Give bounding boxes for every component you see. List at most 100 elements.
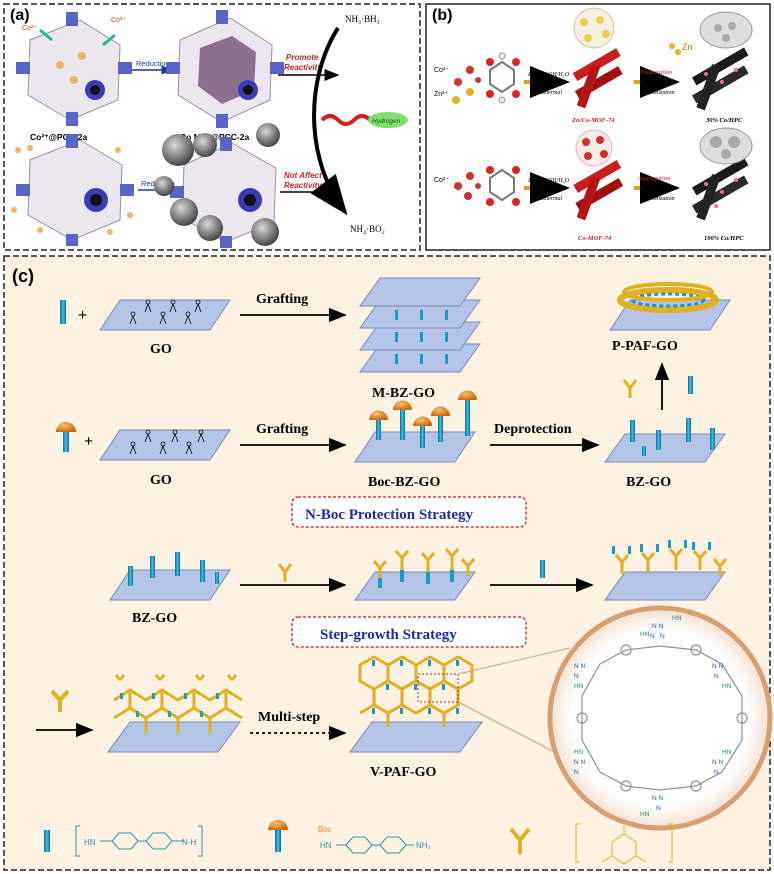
- product-top-label: 30% Co/HPC: [705, 117, 743, 124]
- nboc-strategy-label: N-Boc Protection Strategy: [305, 507, 474, 523]
- aggr-label: Aggregation: [637, 175, 670, 182]
- hydrogen-label: Hydrogen: [372, 118, 401, 125]
- panel-b-label: (b): [432, 7, 452, 24]
- solvo-bottom: Solvothermal: [530, 196, 562, 202]
- rod-icon-2: [688, 376, 693, 394]
- bz-go-label-1: BZ-GO: [626, 475, 671, 490]
- plus-2: +: [84, 433, 93, 450]
- linker-icon-2: [277, 563, 293, 582]
- hn-label-4: HN: [722, 683, 732, 690]
- svg-text:N: N: [714, 769, 719, 776]
- network-go-1: [107, 674, 243, 753]
- ligand-bottom: [486, 166, 520, 206]
- mof-rods-top: [572, 7, 623, 109]
- notaffect-1: Not Affect: [284, 171, 322, 180]
- grafting-1: Grafting: [256, 292, 308, 307]
- svg-text:N N: N N: [712, 663, 724, 670]
- ions-top: [452, 66, 481, 104]
- svg-text:N: N: [714, 673, 719, 680]
- hn-label-6: HN: [722, 749, 732, 756]
- svg-text:N N: N N: [712, 759, 724, 766]
- legend-linker: [509, 827, 531, 854]
- legend-triazine-structure: [575, 823, 673, 865]
- legend-boc: Boc: [318, 825, 332, 834]
- macrocycle: [576, 644, 748, 792]
- promote-1: Promote: [286, 53, 319, 62]
- boc-bz-go-label: Boc-BZ-GO: [368, 475, 440, 490]
- linker-icon-3: [50, 689, 70, 712]
- v-paf-go-label: V-PAF-GO: [370, 765, 436, 780]
- go-label-1: GO: [150, 342, 172, 357]
- mof-top-label: Zn/Co-MOF-74: [571, 117, 615, 124]
- rod-icon-3: [540, 560, 545, 578]
- bz-go-label-2: BZ-GO: [132, 611, 177, 626]
- p-paf-go-label: P-PAF-GO: [612, 339, 678, 354]
- bz-go-2: [109, 552, 231, 601]
- legend-nh2: NH₂: [416, 841, 431, 850]
- co-ion-label-2: Co²⁺: [111, 17, 126, 24]
- svg-text:N N: N N: [652, 795, 664, 802]
- svg-text:N: N: [660, 633, 665, 640]
- panel-b: (b) Co²⁺ Zn²⁺ DMF/EtOH/H₂O Solvothermal …: [425, 3, 771, 251]
- ions-top-co: Co²⁺: [434, 67, 449, 74]
- product-bottom-label: 100% Co/HPC: [704, 235, 744, 242]
- v-paf-go: [349, 655, 483, 753]
- legend-bz-structure: [75, 825, 203, 857]
- legend-hn: HN: [84, 838, 96, 847]
- hn-label-1: HN: [640, 631, 650, 638]
- bz-linker-rod-go: [604, 540, 728, 601]
- step-strategy-label: Step-growth Strategy: [320, 627, 457, 643]
- co-ion-label: Co²⁺: [22, 25, 37, 32]
- panel-a: (a) Co²⁺ Co²⁺ Co²⁺@PCC-2a Reduction: [3, 3, 421, 264]
- mof-bottom-label: Co-MOF-74: [578, 235, 612, 242]
- carb-top: Carbonization: [640, 90, 675, 96]
- caption-top-right: Co NCs@PCC-2a: [180, 132, 249, 142]
- reduction-top: Reduction: [136, 59, 170, 68]
- p-paf-go: [609, 282, 731, 331]
- zoom-circle: [547, 605, 773, 831]
- grafting-2: Grafting: [256, 422, 308, 437]
- hpc-top: [692, 11, 753, 111]
- product-label: NH₄·BO₂: [350, 224, 385, 234]
- go-groups-1: [129, 299, 202, 325]
- mof-rods-bottom: [573, 129, 624, 221]
- step-strategy-box: [291, 616, 527, 648]
- nboc-strategy-box: [291, 496, 527, 528]
- svg-text:N: N: [574, 673, 579, 680]
- svg-text:N: N: [574, 769, 579, 776]
- multistep-label: Multi-step: [258, 710, 320, 725]
- go-groups-2: [129, 429, 205, 455]
- legend-rod: [44, 830, 50, 852]
- boc-bz-go: [354, 390, 477, 463]
- svg-text:N N: N N: [652, 623, 664, 630]
- ions-bottom-co: Co²⁺: [434, 177, 449, 184]
- svg-text:N: N: [656, 805, 661, 812]
- hn-label-7: HN: [640, 811, 650, 818]
- svg-text:N N: N N: [574, 663, 586, 670]
- plus-1: +: [78, 307, 87, 324]
- hn-label-2: HN: [672, 615, 682, 622]
- bz-linker-go: [354, 548, 476, 601]
- cage-bottom-right: [154, 123, 280, 248]
- svg-text:N N: N N: [574, 759, 586, 766]
- legend-boc-hn: HN: [320, 841, 332, 850]
- go-label-2: GO: [150, 473, 172, 488]
- solvo-top: Solvothermal: [530, 90, 562, 96]
- ions-top-zn: Zn²⁺: [434, 91, 449, 98]
- panel-c: (c) + GO Grafting M-BZ-GO: [3, 255, 773, 871]
- reactant-label: NH₃·BH₃: [345, 14, 380, 24]
- promote-2: Reactivity: [284, 63, 322, 72]
- m-bz-go-label: M-BZ-GO: [372, 386, 435, 401]
- m-bz-go-stack: [359, 277, 481, 373]
- evap-label: Evaporation: [639, 69, 673, 76]
- boc-cap-reactant: [56, 422, 76, 432]
- rod-reactant-1: [60, 300, 66, 324]
- svg-text:N: N: [650, 633, 655, 640]
- caption-top-left: Co²⁺@PCC-2a: [30, 132, 87, 142]
- solvent-top: DMF/EtOH/H₂O: [527, 72, 570, 78]
- zn-label: Zn: [682, 42, 693, 52]
- hpc-bottom: [692, 127, 753, 221]
- cage-top-right: [166, 10, 284, 128]
